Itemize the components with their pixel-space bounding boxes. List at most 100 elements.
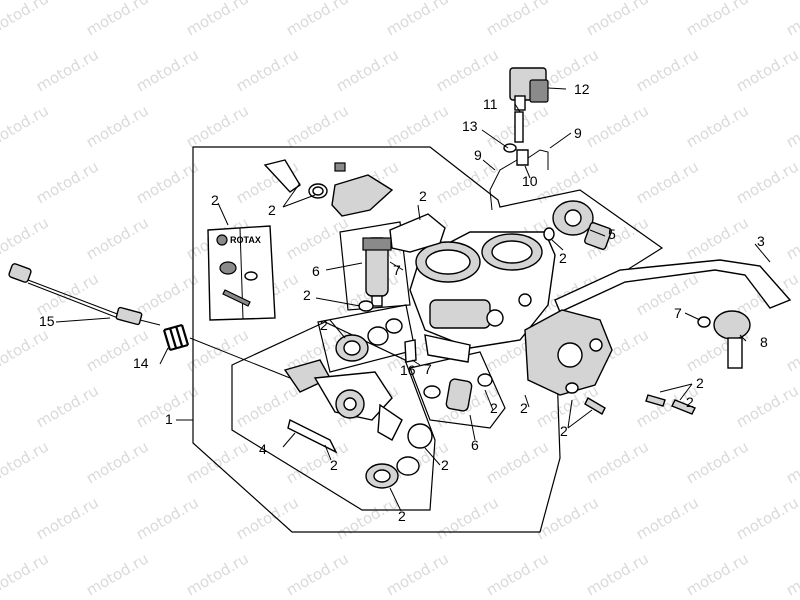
watermark-text: motod.ru bbox=[183, 437, 252, 487]
spring-icon bbox=[162, 323, 190, 352]
watermark-text: motod.ru bbox=[283, 549, 352, 599]
watermark-text: motod.ru bbox=[433, 493, 502, 543]
callout-2-booklet: 2 bbox=[211, 192, 219, 208]
watermark-text: motod.ru bbox=[33, 381, 102, 431]
rotax-logo-icon bbox=[216, 234, 228, 246]
watermark-text: motod.ru bbox=[383, 0, 452, 39]
throttle-cable-icon bbox=[8, 263, 161, 326]
regulator-housing bbox=[524, 309, 613, 396]
watermark-text: motod.ru bbox=[83, 213, 152, 263]
callout-2-linkage: 2 bbox=[330, 457, 338, 473]
t-fitting bbox=[516, 149, 529, 166]
callout-7-upper: 7 bbox=[393, 262, 401, 278]
watermark-text: motod.ru bbox=[0, 381, 2, 431]
rotax-logo-text: ROTAX bbox=[230, 235, 261, 245]
callout-14: 14 bbox=[133, 355, 149, 371]
callout-13: 13 bbox=[462, 118, 478, 134]
watermark-text: motod.ru bbox=[683, 101, 752, 151]
callout-16: 16 bbox=[400, 362, 416, 378]
watermark-text: motod.ru bbox=[583, 0, 652, 39]
watermark-text: motod.ru bbox=[783, 101, 800, 151]
watermark-text: motod.ru bbox=[433, 45, 502, 95]
watermark-text: motod.ru bbox=[483, 549, 552, 599]
watermark-text: motod.ru bbox=[733, 493, 800, 543]
watermark-text: motod.ru bbox=[0, 101, 52, 151]
watermark-text: motod.ru bbox=[0, 437, 52, 487]
watermark-text: motod.ru bbox=[83, 0, 152, 39]
callout-6-lower: 6 bbox=[471, 437, 479, 453]
map-sensor-tube bbox=[514, 111, 524, 143]
watermark-text: motod.ru bbox=[283, 0, 352, 39]
watermark-text: motod.ru bbox=[33, 493, 102, 543]
map-oring bbox=[503, 143, 517, 153]
callout-2-injector-low: 2 bbox=[490, 400, 498, 416]
watermark-text: motod.ru bbox=[0, 269, 2, 319]
watermark-text: motod.ru bbox=[683, 549, 752, 599]
watermark-text: motod.ru bbox=[533, 157, 602, 207]
pressure-regulator-icon bbox=[713, 310, 751, 369]
injector-lower bbox=[423, 373, 493, 412]
watermark-text: motod.ru bbox=[483, 0, 552, 39]
callout-2-plate-b: 2 bbox=[686, 394, 694, 410]
watermark-text: motod.ru bbox=[683, 0, 752, 39]
injector-subframe-upper bbox=[339, 221, 411, 311]
watermark-text: motod.ru bbox=[183, 0, 252, 39]
callout-2-springs-bottom: 2 bbox=[398, 508, 406, 524]
watermark-text: motod.ru bbox=[83, 549, 152, 599]
watermark-text: motod.ru bbox=[133, 45, 202, 95]
watermark-text: motod.ru bbox=[233, 493, 302, 543]
watermark-text: motod.ru bbox=[33, 157, 102, 207]
watermark-text: motod.ru bbox=[133, 493, 202, 543]
watermark-text: motod.ru bbox=[83, 101, 152, 151]
callout-2-bolt: 2 bbox=[268, 202, 276, 218]
throttle-position-sensor-icon bbox=[552, 200, 612, 250]
callout-2-bracket: 2 bbox=[419, 188, 427, 204]
watermark-text: motod.ru bbox=[683, 213, 752, 263]
callout-9-right: 9 bbox=[574, 125, 582, 141]
callout-5: 5 bbox=[608, 226, 616, 242]
watermark-text: motod.ru bbox=[333, 45, 402, 95]
linkage-subframe bbox=[231, 321, 436, 511]
vacuum-hose-right bbox=[527, 149, 549, 170]
watermark-text: motod.ru bbox=[783, 325, 800, 375]
callout-10: 10 bbox=[522, 173, 538, 189]
injector-seal bbox=[358, 300, 374, 312]
watermark-text: motod.ru bbox=[233, 45, 302, 95]
spacer-16 bbox=[404, 339, 417, 363]
map-sensor-icon bbox=[509, 67, 549, 111]
watermark-text: motod.ru bbox=[183, 549, 252, 599]
watermark-text: motod.ru bbox=[33, 45, 102, 95]
watermark-text: motod.ru bbox=[483, 437, 552, 487]
support-bracket bbox=[389, 213, 446, 253]
watermark-text: motod.ru bbox=[0, 549, 52, 599]
throttle-linkage bbox=[283, 359, 403, 454]
callout-2-springs-top: 2 bbox=[320, 317, 328, 333]
callout-labels: 1 2 2 2 2 2 2 2 2 2 2 2 2 2 2 3 4 5 6 6 … bbox=[39, 81, 768, 524]
watermark-text: motod.ru bbox=[83, 437, 152, 487]
watermark-text: motod.ru bbox=[133, 269, 202, 319]
callout-2-spring-right: 2 bbox=[441, 457, 449, 473]
watermark-text: motod.ru bbox=[383, 549, 452, 599]
callout-2-injector-seal: 2 bbox=[303, 287, 311, 303]
watermark-text: motod.ru bbox=[783, 0, 800, 39]
watermark-text: motod.ru bbox=[583, 549, 652, 599]
watermark-text: motod.ru bbox=[583, 437, 652, 487]
watermark-text: motod.ru bbox=[0, 45, 2, 95]
callout-6-upper: 6 bbox=[312, 263, 320, 279]
vacuum-hose-left bbox=[489, 159, 518, 211]
callout-7-right: 7 bbox=[674, 305, 682, 321]
watermark-text: motod.ru bbox=[0, 0, 52, 39]
sensor-oring bbox=[543, 227, 555, 241]
watermark-text: motod.ru bbox=[283, 437, 352, 487]
watermark-text: motod.ru bbox=[733, 381, 800, 431]
small-hardware bbox=[565, 382, 696, 415]
callout-15: 15 bbox=[39, 313, 55, 329]
callout-2-body-low: 2 bbox=[520, 400, 528, 416]
regulator-oring bbox=[697, 316, 711, 328]
spring-leader bbox=[189, 337, 291, 379]
fuel-hose-icon bbox=[554, 259, 792, 313]
watermark-text: motod.ru bbox=[0, 493, 2, 543]
watermark-text: motod.ru bbox=[633, 45, 702, 95]
watermark-text: motod.ru bbox=[183, 101, 252, 151]
